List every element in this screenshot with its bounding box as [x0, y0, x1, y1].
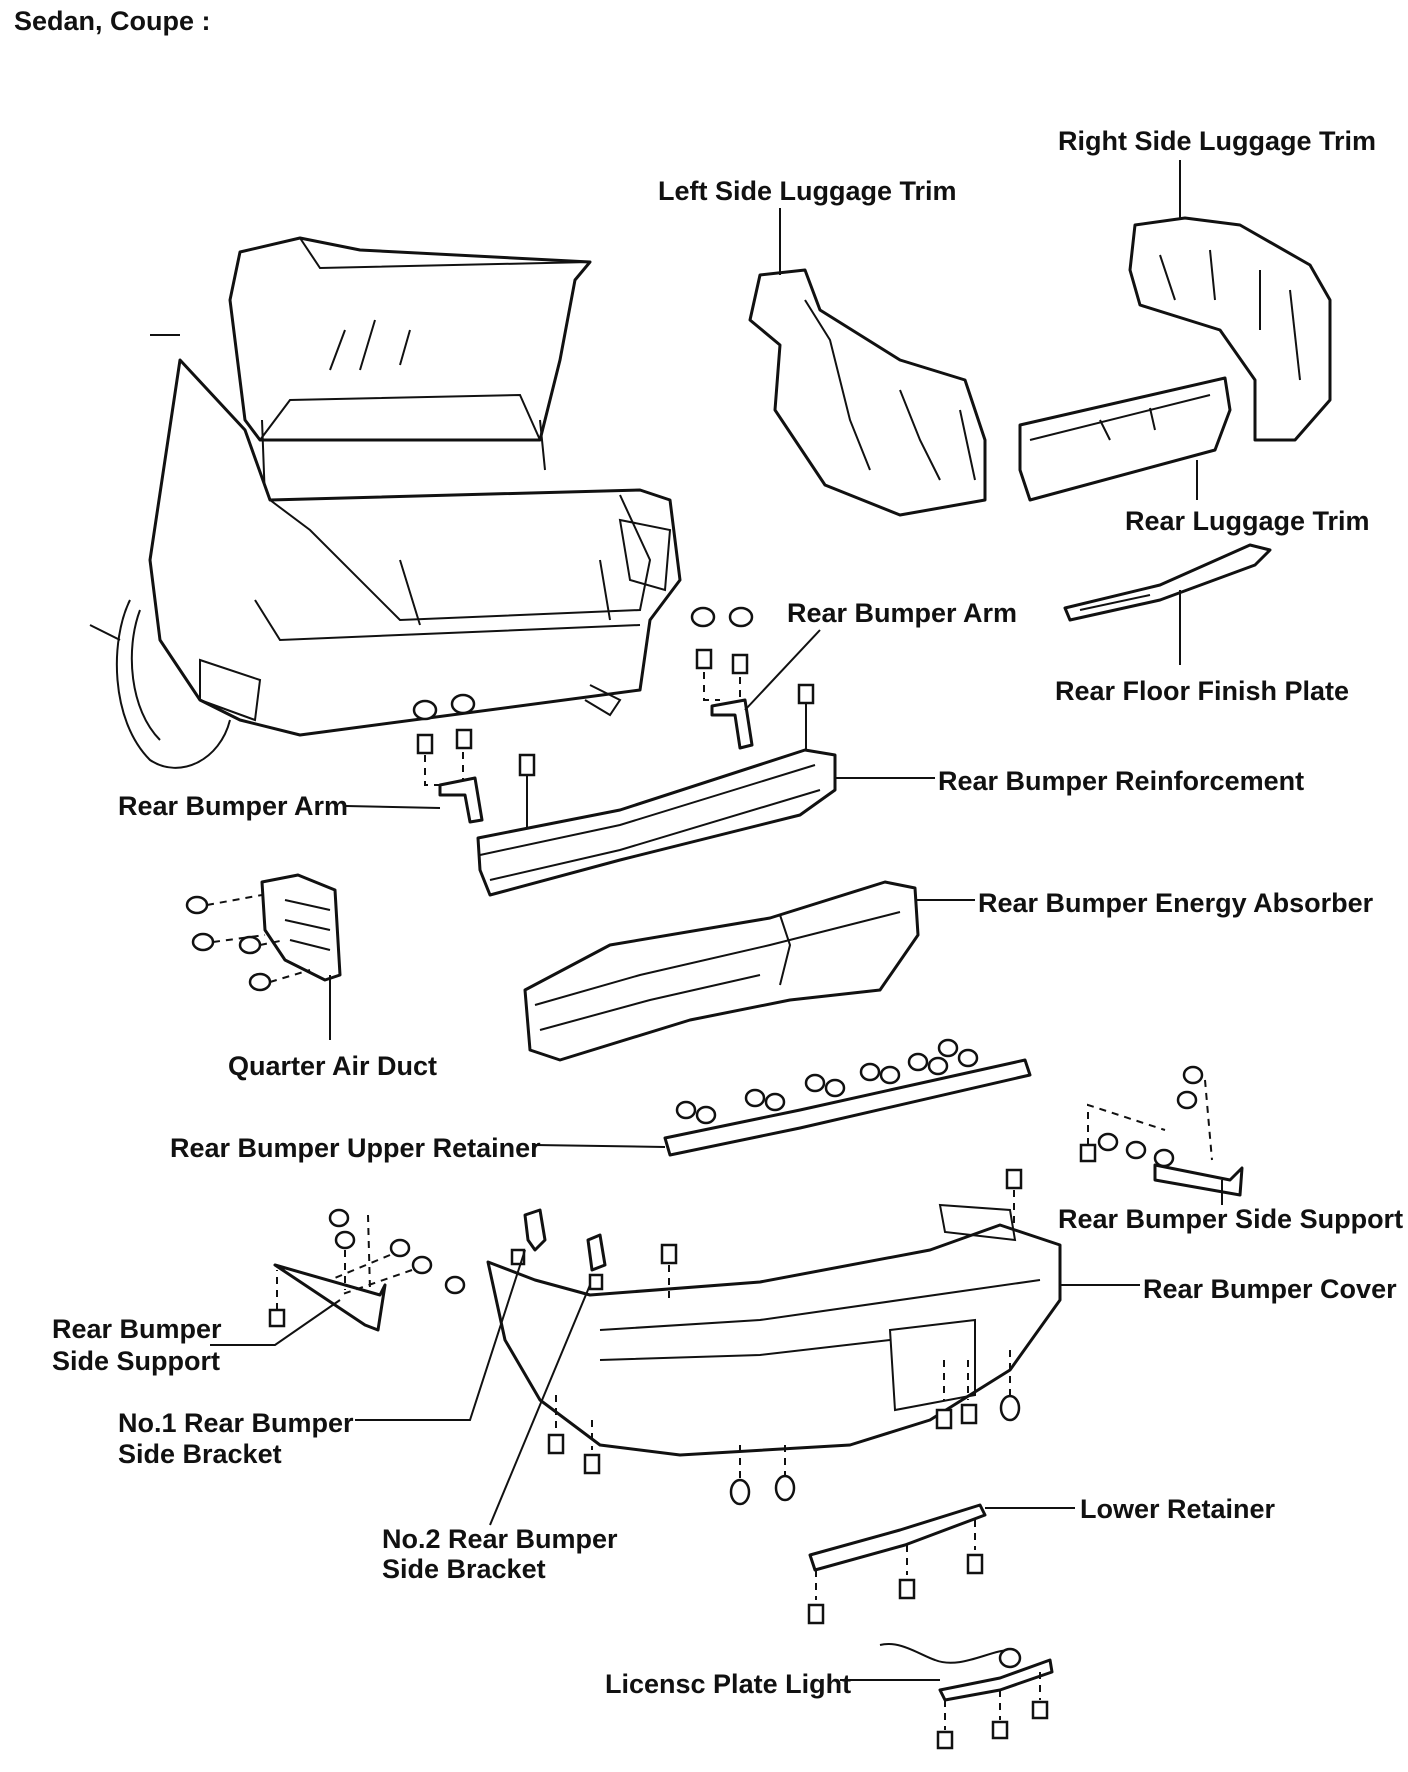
- label-lower-retainer: Lower Retainer: [1080, 1494, 1276, 1524]
- label-rear-bumper-arm-right: Rear Bumper Arm: [787, 598, 1017, 628]
- lower-retainer-part: [807, 1503, 987, 1625]
- rear-bumper-side-support-left-part: [268, 1208, 466, 1332]
- quarter-air-duct-part: [185, 873, 342, 992]
- rear-luggage-trim-part: [1018, 376, 1232, 502]
- rear-bumper-side-support-right-part: [1079, 1065, 1244, 1197]
- label-no1-side-bracket-line1: No.1 Rear Bumper: [118, 1408, 354, 1438]
- right-side-luggage-trim-part: [1128, 216, 1332, 442]
- label-rear-bumper-upper-retainer: Rear Bumper Upper Retainer: [170, 1133, 541, 1163]
- label-rear-bumper-reinforcement: Rear Bumper Reinforcement: [938, 766, 1304, 796]
- page-heading: Sedan, Coupe :: [14, 6, 211, 36]
- label-rear-bumper-cover: Rear Bumper Cover: [1143, 1274, 1397, 1304]
- label-no2-side-bracket-line1: No.2 Rear Bumper: [382, 1524, 618, 1554]
- license-plate-light-part: [879, 1643, 1054, 1750]
- left-side-luggage-trim-part: [748, 268, 987, 517]
- rear-bumper-reinforcement-part: [476, 748, 837, 897]
- leader-lines: [210, 160, 1223, 1681]
- no2-rear-bumper-side-bracket-part: [586, 1233, 607, 1291]
- car-body-drawing: [89, 236, 682, 769]
- part-labels: Right Side Luggage Trim Left Side Luggag…: [52, 126, 1403, 1699]
- label-rear-bumper-energy-absorber: Rear Bumper Energy Absorber: [978, 888, 1374, 918]
- label-no1-side-bracket-line2: Side Bracket: [118, 1439, 282, 1469]
- no1-rear-bumper-side-bracket-part: [510, 1208, 547, 1266]
- rear-floor-finish-plate-part: [1063, 543, 1272, 622]
- label-rear-bumper-side-support-left-line2: Side Support: [52, 1346, 220, 1376]
- rear-bumper-upper-retainer-part: [663, 1038, 1032, 1157]
- label-rear-floor-finish-plate: Rear Floor Finish Plate: [1055, 676, 1349, 706]
- label-left-side-luggage-trim: Left Side Luggage Trim: [658, 176, 957, 206]
- label-rear-luggage-trim: Rear Luggage Trim: [1125, 506, 1370, 536]
- label-rear-bumper-side-support-right: Rear Bumper Side Support: [1058, 1204, 1403, 1234]
- rear-bumper-cover-part: [486, 1168, 1062, 1506]
- rear-bumper-energy-absorber-part: [523, 880, 920, 1062]
- label-quarter-air-duct: Quarter Air Duct: [228, 1051, 437, 1081]
- label-right-side-luggage-trim: Right Side Luggage Trim: [1058, 126, 1376, 156]
- label-license-plate-light: Licensc Plate Light: [605, 1669, 851, 1699]
- label-rear-bumper-arm-left: Rear Bumper Arm: [118, 791, 348, 821]
- rear-bumper-arm-left-part: [412, 693, 536, 830]
- label-no2-side-bracket-line2: Side Bracket: [382, 1554, 546, 1584]
- rear-bumper-arm-right-part: [690, 606, 815, 760]
- label-rear-bumper-side-support-left-line1: Rear Bumper: [52, 1314, 222, 1344]
